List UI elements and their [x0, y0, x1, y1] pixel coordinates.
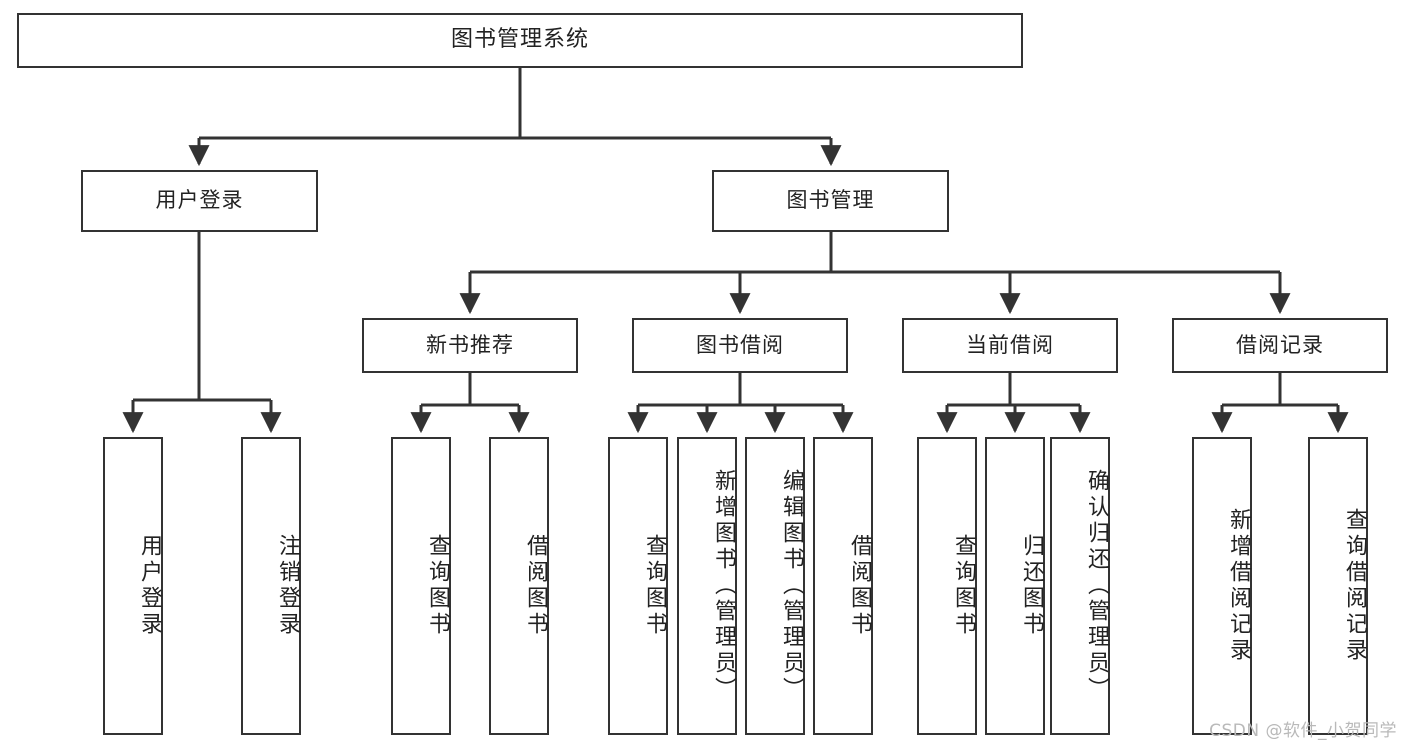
node-leaf-query-book-2-label: 查询图书	[642, 534, 667, 638]
node-leaf-query-book-1-label: 查询图书	[425, 534, 450, 638]
node-leaf-query-book-3[interactable]: 查询图书	[917, 437, 977, 735]
node-leaf-confirm-return[interactable]: 确认归还（管理员）	[1050, 437, 1110, 735]
node-leaf-add-record-label: 新增借阅记录	[1226, 508, 1251, 664]
node-leaf-return-book-label: 归还图书	[1019, 534, 1044, 638]
node-current-borrow[interactable]: 当前借阅	[902, 318, 1118, 373]
node-leaf-borrow-book-1-label: 借阅图书	[523, 534, 548, 638]
watermark-text: CSDN @软件_小贺同学	[1209, 721, 1397, 741]
node-leaf-borrow-book-2-label: 借阅图书	[847, 534, 872, 638]
node-leaf-query-book-3-label: 查询图书	[951, 534, 976, 638]
node-new-book-rec-label: 新书推荐	[426, 332, 514, 357]
node-leaf-logout[interactable]: 注销登录	[241, 437, 301, 735]
node-user-login-label: 用户登录	[155, 188, 244, 213]
node-leaf-logout-label: 注销登录	[275, 534, 300, 638]
node-book-manage[interactable]: 图书管理	[712, 170, 949, 232]
node-leaf-add-book[interactable]: 新增图书（管理员）	[677, 437, 737, 735]
node-root[interactable]: 图书管理系统	[17, 13, 1023, 68]
node-leaf-edit-book[interactable]: 编辑图书（管理员）	[745, 437, 805, 735]
node-leaf-return-book[interactable]: 归还图书	[985, 437, 1045, 735]
node-book-manage-label: 图书管理	[786, 188, 875, 213]
node-leaf-add-record[interactable]: 新增借阅记录	[1192, 437, 1252, 735]
node-leaf-edit-book-label: 编辑图书（管理员）	[779, 469, 804, 703]
node-book-borrow[interactable]: 图书借阅	[632, 318, 848, 373]
node-leaf-user-login[interactable]: 用户登录	[103, 437, 163, 735]
node-leaf-query-record[interactable]: 查询借阅记录	[1308, 437, 1368, 735]
node-leaf-query-book-2[interactable]: 查询图书	[608, 437, 668, 735]
node-leaf-borrow-book-2[interactable]: 借阅图书	[813, 437, 873, 735]
node-book-borrow-label: 图书借阅	[696, 332, 784, 357]
node-new-book-rec[interactable]: 新书推荐	[362, 318, 578, 373]
node-leaf-add-book-label: 新增图书（管理员）	[711, 469, 736, 703]
node-root-label: 图书管理系统	[450, 27, 589, 53]
node-leaf-confirm-return-label: 确认归还（管理员）	[1084, 469, 1109, 703]
node-borrow-record-label: 借阅记录	[1236, 332, 1324, 357]
node-leaf-query-record-label: 查询借阅记录	[1342, 508, 1367, 664]
node-leaf-borrow-book-1[interactable]: 借阅图书	[489, 437, 549, 735]
node-borrow-record[interactable]: 借阅记录	[1172, 318, 1388, 373]
node-user-login[interactable]: 用户登录	[81, 170, 318, 232]
node-current-borrow-label: 当前借阅	[966, 332, 1054, 357]
node-leaf-query-book-1[interactable]: 查询图书	[391, 437, 451, 735]
node-leaf-user-login-label: 用户登录	[137, 534, 162, 638]
